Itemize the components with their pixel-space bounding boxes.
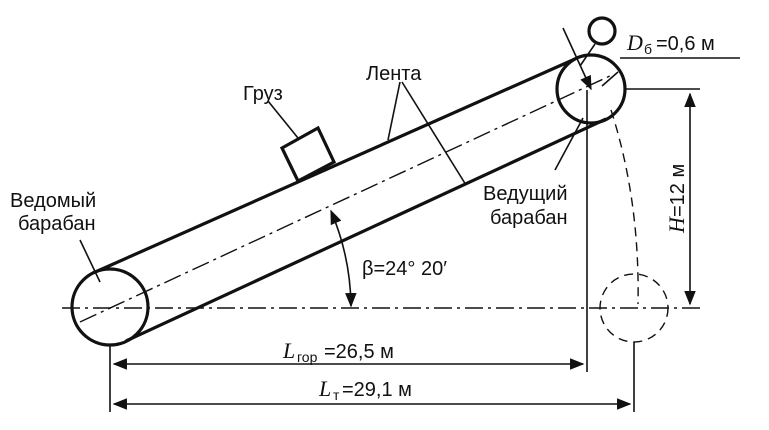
svg-text:=12 м: =12 м [667, 164, 689, 217]
angle-label: β=24° 20′ [362, 258, 447, 280]
driven-drum-label-1: Ведомый [10, 190, 96, 212]
svg-text:H: H [664, 216, 689, 234]
svg-text:т: т [333, 387, 340, 403]
drive-drum-leader [554, 117, 584, 171]
svg-text:=29,1 м: =29,1 м [342, 379, 412, 401]
swing-arc [610, 109, 639, 305]
load-leader [267, 100, 299, 139]
load-box [279, 125, 337, 184]
belt-leader-1 [387, 81, 401, 141]
svg-text:=26,5 м: =26,5 м [324, 341, 394, 363]
incline-axis [79, 74, 613, 323]
diameter-label: D б =0,6 м [626, 30, 715, 57]
driven-drum [70, 267, 150, 347]
belt-upper-run [92, 57, 576, 275]
l-t-label: L т =29,1 м [318, 376, 412, 403]
height-label: H =12 м [664, 164, 689, 234]
l-hor-label: L гор =26,5 м [282, 338, 394, 365]
belt-leader-2 [401, 81, 467, 186]
height-dimension [625, 88, 700, 306]
drive-drum-label-2: барабан [490, 207, 568, 229]
driven-drum-label-2: барабан [18, 213, 96, 235]
svg-text:D: D [626, 30, 643, 55]
belt-label: Лента [366, 63, 422, 85]
svg-text:L: L [282, 338, 295, 363]
l-t-dimension [112, 342, 635, 412]
belt-lower-run [125, 117, 607, 343]
svg-text:L: L [318, 376, 331, 401]
svg-text:б: б [644, 41, 652, 57]
diameter-indicator [562, 16, 740, 91]
drive-drum-label-1: Ведущий [483, 183, 568, 205]
l-hor-dimension [109, 345, 585, 412]
angle-indicator [330, 209, 357, 308]
driven-drum-leader [79, 239, 101, 283]
svg-text:=0,6 м: =0,6 м [656, 33, 715, 55]
load-label: Груз [243, 83, 283, 105]
svg-text:гор: гор [297, 349, 318, 365]
